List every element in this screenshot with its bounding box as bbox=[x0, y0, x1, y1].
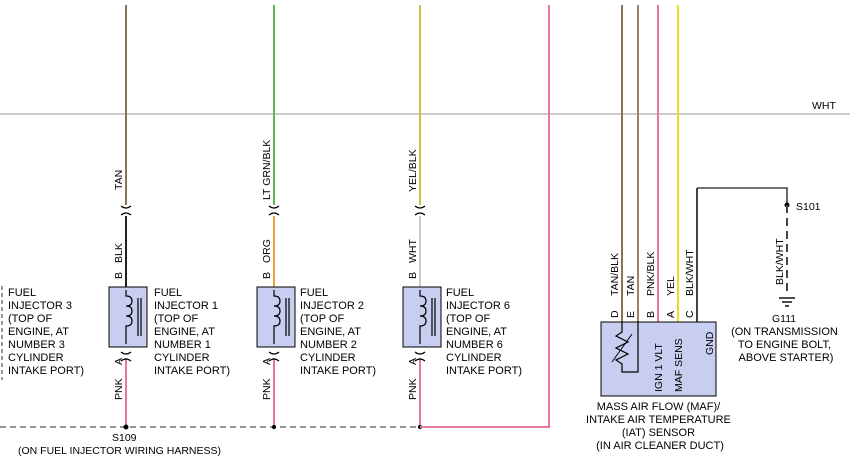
injector-6-mid-wire-label: WHT bbox=[407, 239, 419, 263]
injector-2-pin-b: B bbox=[261, 272, 273, 279]
splice-dot-injector-2 bbox=[272, 425, 276, 429]
s109-description: (ON FUEL INJECTOR WIRING HARNESS) bbox=[18, 445, 221, 457]
wht-bus-label: WHT bbox=[812, 100, 836, 112]
maf-pin-c: C bbox=[684, 310, 696, 318]
injector-2-mid-wire-label: ORG bbox=[261, 239, 273, 263]
injector-2-connector-bottom bbox=[268, 351, 280, 362]
injector-6-coil-icon bbox=[419, 290, 427, 344]
injector-1-connector-top bbox=[120, 205, 132, 216]
maf-wire-label-e: TAN bbox=[625, 276, 637, 296]
injector-6-connector-top bbox=[414, 205, 426, 216]
injector-6-connector-bottom bbox=[414, 351, 426, 362]
maf-thermistor-icon bbox=[614, 322, 639, 373]
injector-1-coil-icon bbox=[125, 290, 133, 344]
g111-description: (ON TRANSMISSION TO ENGINE BOLT, ABOVE S… bbox=[731, 326, 841, 364]
injector-2-pin-a: A bbox=[261, 358, 273, 365]
injector-1-top-wire-label: TAN bbox=[113, 170, 125, 190]
injector-1-pin-b: B bbox=[113, 272, 125, 279]
injector-1-connector-bottom bbox=[120, 351, 132, 362]
injector-2-bottom-wire-label: PNK bbox=[261, 378, 273, 400]
fuel-injector-1: TAN BLK B A PNK FUEL INJECTOR 1 (TOP OF … bbox=[108, 5, 230, 427]
injector-6-pin-a: A bbox=[407, 358, 419, 365]
s101-wire-label: BLK/WHT bbox=[774, 238, 786, 285]
maf-sensor-body bbox=[600, 321, 717, 397]
injector-2-title: FUEL INJECTOR 2 (TOP OF ENGINE, AT NUMBE… bbox=[300, 287, 376, 377]
maf-pin-d: D bbox=[609, 310, 621, 318]
injector-3-title: FUEL INJECTOR 3 (TOP OF ENGINE, AT NUMBE… bbox=[8, 287, 84, 377]
maf-internal-sens: MAF SENS bbox=[673, 338, 685, 392]
g111-name: G111 bbox=[772, 313, 796, 325]
maf-wire-label-c: BLK/WHT bbox=[684, 249, 696, 296]
fuel-injector-6: YEL/BLK WHT B A PNK FUEL INJECTOR 6 (TOP… bbox=[402, 5, 522, 427]
fuel-injector-2: LT GRN/BLK ORG B A PNK FUEL INJECTOR 2 (… bbox=[256, 5, 376, 427]
maf-internal-ign: IGN 1 VLT bbox=[653, 343, 665, 392]
maf-wire-label-b: PNK/BLK bbox=[645, 252, 657, 296]
pink-feed-wire bbox=[420, 5, 550, 428]
injector-6-body bbox=[402, 286, 442, 348]
ground-icon bbox=[779, 297, 795, 307]
s109-splice-dot bbox=[123, 424, 129, 430]
injector-6-pin-b: B bbox=[407, 272, 419, 279]
injector-1-title: FUEL INJECTOR 1 (TOP OF ENGINE, AT NUMBE… bbox=[154, 287, 230, 377]
injector-6-top-wire-label: YEL/BLK bbox=[407, 149, 419, 192]
maf-pin-a: A bbox=[665, 311, 677, 318]
injector-1-mid-wire-label: BLK bbox=[113, 243, 125, 263]
s101-name: S101 bbox=[796, 201, 821, 213]
injector-2-top-wire-label: LT GRN/BLK bbox=[261, 140, 273, 200]
s109-name: S109 bbox=[112, 432, 137, 444]
injector-2-coil-icon bbox=[273, 290, 281, 344]
injector-1-pin-a: A bbox=[113, 358, 125, 365]
gnd-wire-to-s101 bbox=[697, 187, 788, 205]
injector-2-connector-top bbox=[268, 205, 280, 216]
maf-pin-b: B bbox=[645, 311, 657, 318]
injector-6-bottom-wire-label: PNK bbox=[407, 378, 419, 400]
maf-sensor-title: MASS AIR FLOW (MAF)/ INTAKE AIR TEMPERAT… bbox=[586, 401, 734, 452]
injector-6-title: FUEL INJECTOR 6 (TOP OF ENGINE, AT NUMBE… bbox=[446, 287, 522, 377]
maf-pin-e: E bbox=[625, 311, 637, 318]
injector-1-bottom-wire-label: PNK bbox=[113, 378, 125, 400]
maf-internal-gnd: GND bbox=[704, 331, 716, 355]
maf-wires bbox=[621, 5, 698, 322]
maf-wire-label-a: YEL bbox=[665, 276, 677, 296]
maf-wire-label-d: TAN/BLK bbox=[609, 253, 621, 296]
